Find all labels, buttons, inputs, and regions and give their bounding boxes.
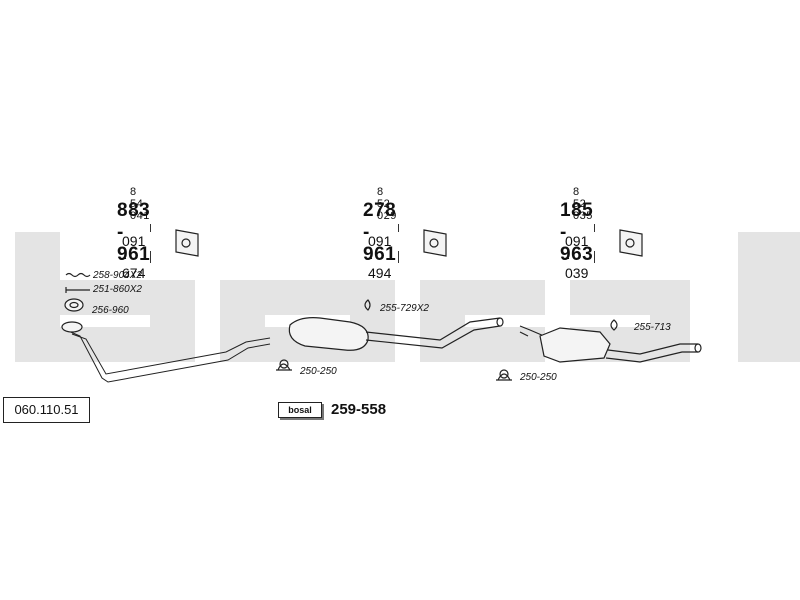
connector-line	[398, 251, 399, 263]
rear-link-pipe	[519, 325, 545, 337]
rear-muffler	[539, 327, 611, 363]
gasket-icon	[64, 298, 84, 312]
hanger-icon-3	[619, 229, 643, 257]
reference-number: 060.110.51	[3, 397, 90, 423]
clamp-rear-label: 250-250	[520, 372, 557, 383]
kit-number: 259-558	[331, 401, 387, 418]
clamp-mid-icon	[276, 363, 292, 371]
assembly-main-number: 883 - 961	[117, 200, 151, 265]
connector-line	[594, 251, 595, 263]
connector-line	[594, 224, 595, 232]
front-flange	[61, 321, 83, 333]
bolt-icon	[65, 287, 90, 293]
assembly-small-number: 8 52 035	[573, 186, 593, 222]
hanger-icon-2	[423, 229, 447, 257]
ring-rear-label: 255-713	[634, 322, 671, 333]
middle-muffler	[288, 317, 369, 351]
front-pipe-inner	[71, 333, 271, 375]
ring-mid-label: 255-729X2	[380, 303, 429, 314]
hanger-number: 091 - 039	[565, 233, 589, 281]
bolt-label: 251-860X2	[93, 284, 142, 295]
clamp-rear-icon	[496, 373, 512, 381]
assembly-main-number: 185 - 963	[560, 200, 594, 265]
hanger-icon-1	[175, 229, 199, 257]
connector-line	[150, 251, 151, 263]
connector-line	[150, 224, 151, 232]
ring-rear-icon	[610, 319, 618, 331]
front-pipe	[65, 329, 271, 383]
bosal-kit-logo: bosal	[278, 402, 322, 418]
gasket-label: 256-960	[92, 305, 129, 316]
spring-label: 258-904X2	[93, 270, 142, 281]
ring-mid-icon	[364, 299, 371, 311]
hanger-number: 091 - 674	[122, 233, 146, 281]
spring-icon	[65, 272, 91, 278]
rear-tailpipe	[605, 343, 698, 363]
assembly-small-number: 8 54 041	[130, 186, 150, 222]
assembly-small-number: 8 52 029	[377, 186, 397, 222]
assembly-main-number: 278 - 961	[363, 200, 397, 265]
connector-line	[398, 224, 399, 232]
clamp-mid-label: 250-250	[300, 366, 337, 377]
hanger-number: 091 - 494	[368, 233, 392, 281]
middle-pipe	[365, 317, 501, 349]
